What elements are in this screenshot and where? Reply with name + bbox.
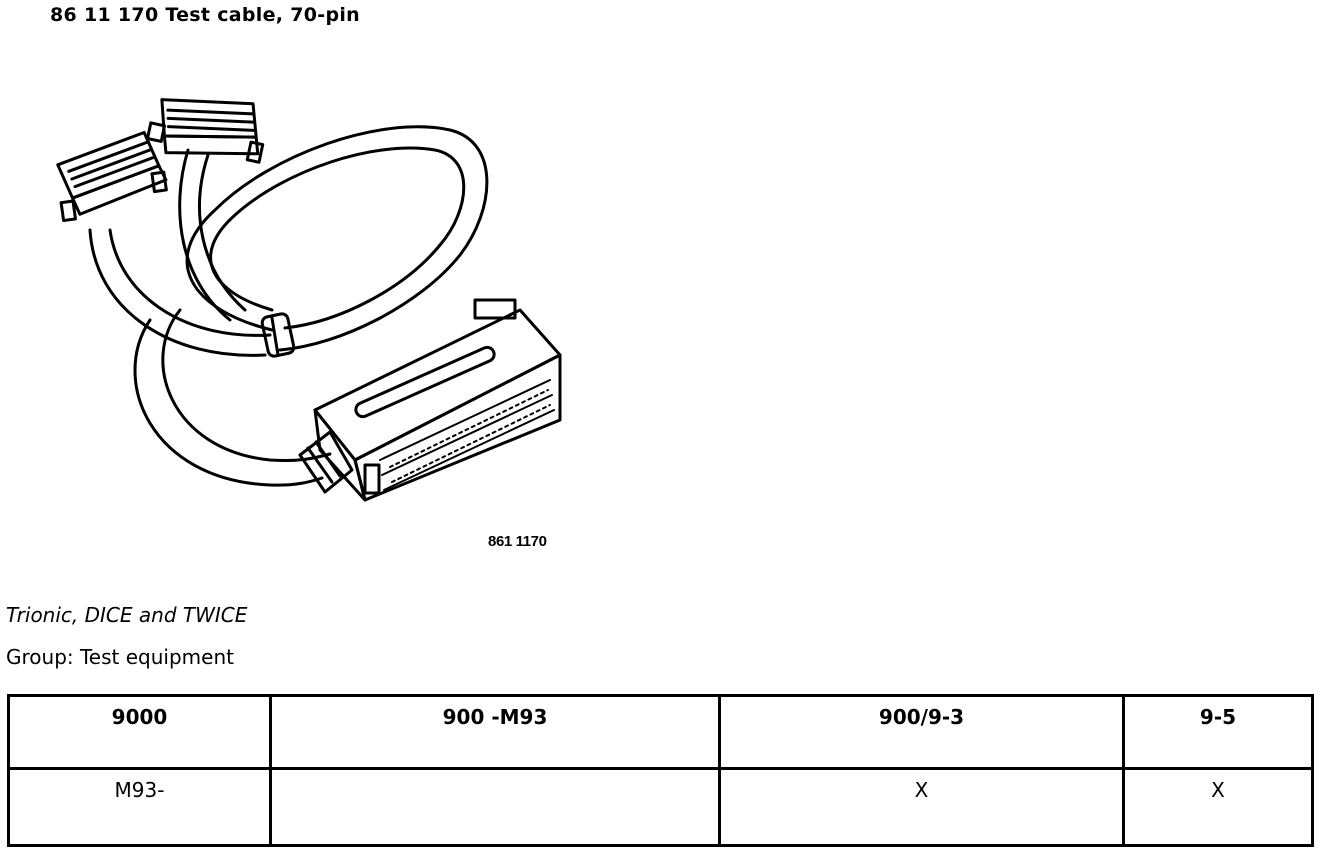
table-header-cell: 9000 [7,694,272,770]
table-cell: M93- [7,767,272,847]
group-line: Group: Test equipment [6,645,234,669]
table-cell [269,767,721,847]
table-header-cell: 900/9-3 [718,694,1125,770]
table-header-cell: 900 -M93 [269,694,721,770]
figure-caption: 861 1170 [488,533,547,550]
page-title: 86 11 170 Test cable, 70-pin [50,4,360,26]
compatibility-table: 9000 900 -M93 900/9-3 9-5 M93- X X [7,694,1314,847]
test-cable-illustration [56,98,562,502]
document-subtitle: Trionic, DICE and TWICE [6,603,248,627]
table-cell: X [1122,767,1314,847]
table-header-row: 9000 900 -M93 900/9-3 9-5 [7,694,1314,770]
table-header-cell: 9-5 [1122,694,1314,770]
table-row: M93- X X [7,767,1314,847]
table-cell: X [718,767,1125,847]
